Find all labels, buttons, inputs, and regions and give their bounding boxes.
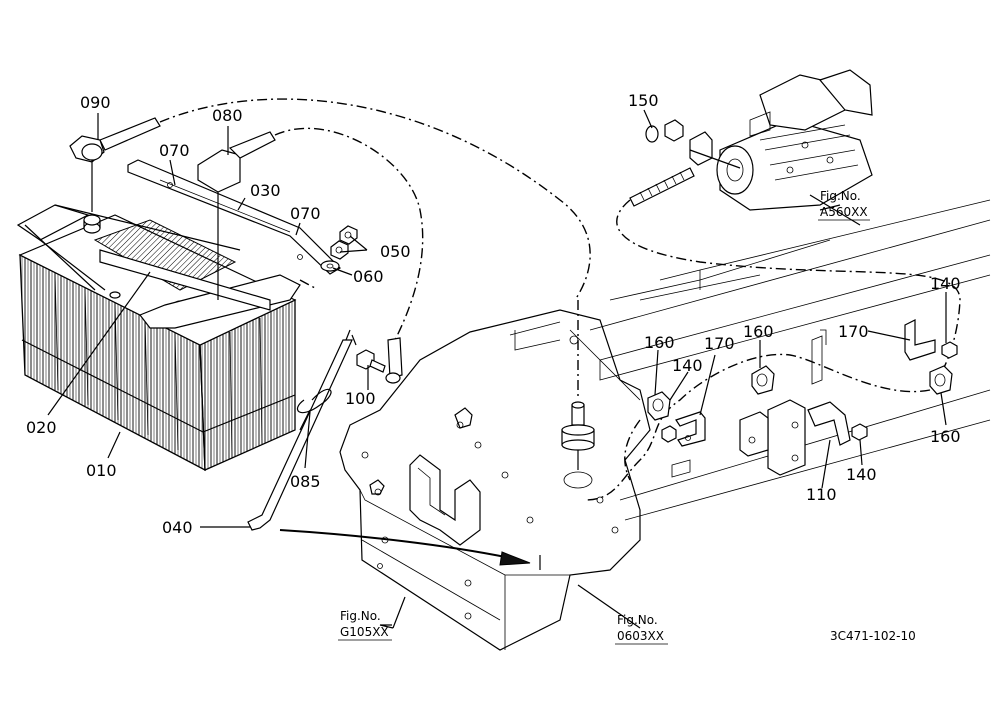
drawing-code: 3C471-102-10 bbox=[830, 629, 916, 643]
floor-plate bbox=[339, 309, 651, 651]
label-170-right: 170 bbox=[838, 322, 869, 341]
label-080: 080 bbox=[212, 106, 243, 125]
starter-motor bbox=[629, 69, 873, 211]
battery bbox=[18, 214, 297, 472]
label-140-left: 140 bbox=[672, 356, 703, 375]
figref-0603-title: Fig.No. bbox=[617, 613, 658, 627]
label-160-right: 160 bbox=[930, 427, 961, 446]
label-010: 010 bbox=[86, 461, 117, 480]
label-090: 090 bbox=[80, 93, 111, 112]
assembly-arrow bbox=[279, 529, 541, 570]
label-050: 050 bbox=[380, 242, 411, 261]
figref-a560-title: Fig.No. bbox=[820, 189, 861, 203]
label-140-right: 140 bbox=[930, 274, 961, 293]
starter-cable bbox=[584, 199, 961, 501]
clamps-brackets bbox=[647, 319, 958, 478]
label-070-top: 070 bbox=[159, 141, 190, 160]
figure-references: Fig.No. A560XX Fig.No. G105XX Fig.No. 06… bbox=[338, 189, 916, 645]
leader-lines bbox=[47, 109, 947, 629]
label-060: 060 bbox=[353, 267, 384, 286]
label-100: 100 bbox=[345, 389, 376, 408]
label-160-left: 160 bbox=[644, 333, 675, 352]
figref-g105-title: Fig.No. bbox=[340, 609, 381, 623]
label-110: 110 bbox=[806, 485, 837, 504]
label-085: 085 bbox=[290, 472, 321, 491]
figref-0603-code: 0603XX bbox=[617, 629, 664, 643]
label-020: 020 bbox=[26, 418, 57, 437]
label-160-mid: 160 bbox=[743, 322, 774, 341]
rod-040 bbox=[247, 329, 357, 531]
label-150: 150 bbox=[628, 91, 659, 110]
chassis-frame bbox=[589, 199, 991, 521]
cable-080 bbox=[197, 127, 424, 384]
bolt-100 bbox=[356, 349, 386, 373]
cable-090 bbox=[69, 98, 591, 301]
terminal-post bbox=[561, 300, 595, 470]
part-labels: 090 080 070 030 070 050 060 020 010 100 … bbox=[26, 91, 961, 537]
hold-down-frame bbox=[16, 159, 341, 329]
label-170-left: 170 bbox=[704, 334, 735, 353]
label-040: 040 bbox=[162, 518, 193, 537]
figref-a560-code: A560XX bbox=[820, 205, 868, 219]
label-070-mid: 070 bbox=[290, 204, 321, 223]
label-030: 030 bbox=[250, 181, 281, 200]
label-140-lower: 140 bbox=[846, 465, 877, 484]
figref-g105-code: G105XX bbox=[340, 625, 389, 639]
